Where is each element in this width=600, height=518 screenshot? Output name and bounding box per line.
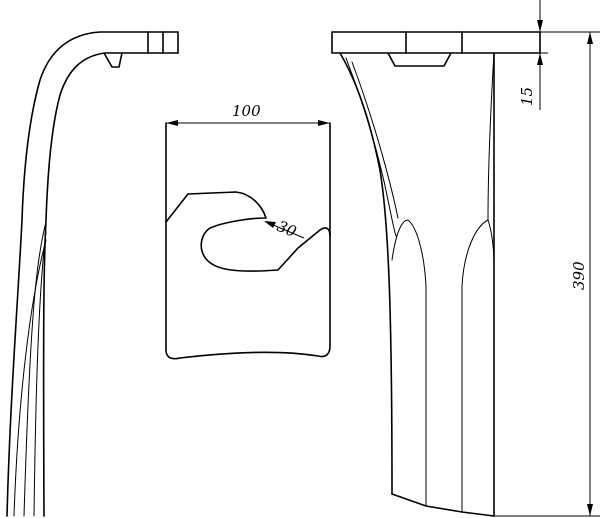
dim-height-label: 390 — [570, 261, 588, 290]
dim-collar-arrow-bottom — [537, 53, 543, 65]
front-outline-left — [339, 52, 393, 495]
section-view: 100 30 — [165, 102, 331, 360]
section-outline — [165, 122, 331, 360]
front-outline-bottom — [391, 493, 495, 517]
front-inner-curve-2 — [351, 61, 399, 219]
side-view-inner-edge — [42, 52, 179, 517]
front-inner-curve-1 — [345, 57, 397, 237]
front-collar-plate — [331, 31, 541, 54]
side-view — [6, 31, 179, 517]
dim-slot-arrow — [264, 221, 276, 228]
side-view-bevel-2 — [33, 231, 47, 517]
front-flute-right — [461, 219, 495, 287]
dim-width-label: 100 — [232, 102, 261, 120]
dim-collar-arrow-top — [537, 20, 543, 32]
front-collar-tooth — [387, 52, 452, 67]
dim-collar-label: 15 — [518, 87, 536, 106]
dim-height-arrow-top — [587, 32, 593, 44]
side-view-collar — [147, 31, 179, 54]
front-view: 15 390 — [331, 0, 600, 517]
side-view-bevel-3 — [13, 239, 47, 517]
side-view-tooth — [103, 52, 123, 68]
side-view-outer-edge — [6, 31, 179, 517]
front-flute-left — [391, 219, 427, 507]
section-slot — [165, 191, 331, 272]
dim-height-arrow-bottom — [587, 504, 593, 516]
dim-width-arrow-left — [166, 120, 178, 126]
dim-slot-label: 30 — [275, 217, 300, 241]
side-view-bevel-1 — [23, 221, 47, 517]
front-collar-dividers — [405, 31, 463, 54]
front-right-taper — [487, 52, 495, 221]
dim-width-arrow-right — [318, 120, 330, 126]
